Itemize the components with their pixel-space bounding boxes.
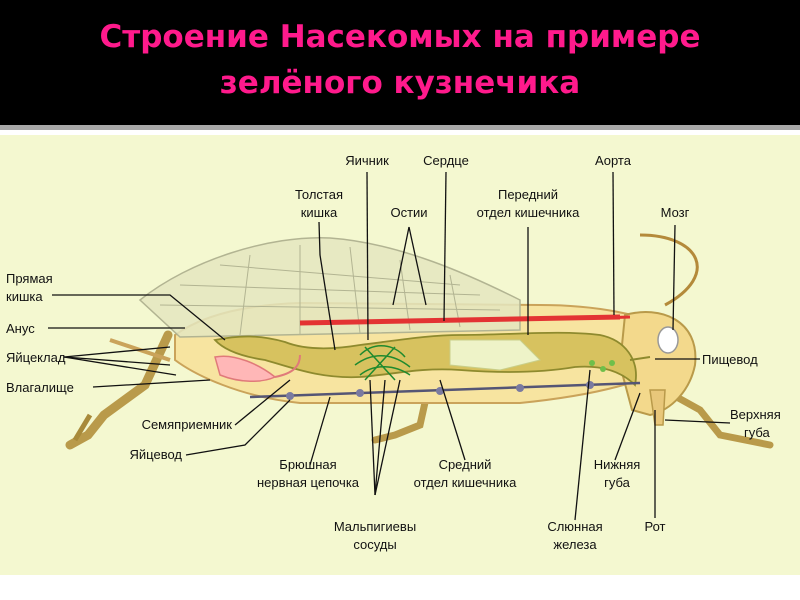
label-large-intestine-line-1: Толстая <box>295 187 343 202</box>
label-esophagus: Пищевод <box>702 352 758 367</box>
label-heart: Сердце <box>423 153 469 168</box>
label-rectum-line-2: кишка <box>6 289 43 304</box>
crop-pale-region <box>449 339 541 371</box>
label-upper-lip-line-2: губа <box>744 425 771 440</box>
slide-title-line-2: зелёного кузнечика <box>219 65 581 101</box>
label-salivary-gland-line-2: железа <box>553 537 597 552</box>
slide-title: Строение Насекомых на примере зелёного к… <box>0 14 800 106</box>
salivary-gland <box>589 360 615 372</box>
aorta <box>599 315 631 320</box>
oviduct <box>274 354 301 378</box>
slide-title-line-1: Строение Насекомых на примере <box>99 19 701 55</box>
antenna <box>639 233 699 307</box>
label-lower-lip-line-1: Нижняя <box>594 457 641 472</box>
label-upper-lip-line-1: Верхняя <box>730 407 781 422</box>
label-ovary: Яичник <box>345 153 389 168</box>
title-divider <box>0 125 800 130</box>
label-aorta: Аорта <box>595 153 632 168</box>
label-brain: Мозг <box>661 205 690 220</box>
label-spermatheca: Семяприемник <box>142 417 233 432</box>
ventral-nerve-cord <box>249 381 641 399</box>
label-large-intestine-line-2: кишка <box>301 205 338 220</box>
hind-leg <box>65 330 173 450</box>
hind-leg-tibia <box>72 413 93 442</box>
label-malpighian-tubules-line-1: Мальпигиевы <box>334 519 416 534</box>
heart <box>299 314 621 326</box>
label-oviduct: Яйцевод <box>130 447 183 462</box>
label-midgut-line-2: отдел кишечника <box>414 475 517 490</box>
grasshopper-anatomy-diagram: Яичник Сердце Аорта Толстая кишка Остии … <box>0 135 800 575</box>
label-anus: Анус <box>6 321 35 336</box>
esophagus <box>629 356 651 361</box>
malpighian-tubules-lines <box>354 345 411 381</box>
gut <box>213 331 637 387</box>
label-ovipositor: Яйцеклад <box>6 350 66 365</box>
brain <box>657 326 679 354</box>
label-ventral-nerve-cord-line-1: Брюшная <box>279 457 336 472</box>
label-ostia: Остии <box>390 205 427 220</box>
label-ventral-nerve-cord-line-2: нервная цепочка <box>257 475 360 490</box>
wing-veins <box>159 245 501 336</box>
label-mouth: Рот <box>645 519 666 534</box>
leader-lines <box>48 171 731 521</box>
label-midgut-line-1: Средний <box>439 457 492 472</box>
mouthparts <box>649 389 666 426</box>
label-vagina: Влагалище <box>6 380 74 395</box>
wing <box>138 237 521 338</box>
label-foregut-line-2: отдел кишечника <box>477 205 580 220</box>
label-rectum-line-1: Прямая <box>6 271 53 286</box>
label-foregut-line-1: Передний <box>498 187 558 202</box>
label-lower-lip-line-2: губа <box>604 475 631 490</box>
label-malpighian-tubules-line-2: сосуды <box>353 537 396 552</box>
label-salivary-gland-line-1: Слюнная <box>547 519 602 534</box>
title-bar: Строение Насекомых на примере зелёного к… <box>0 0 800 125</box>
